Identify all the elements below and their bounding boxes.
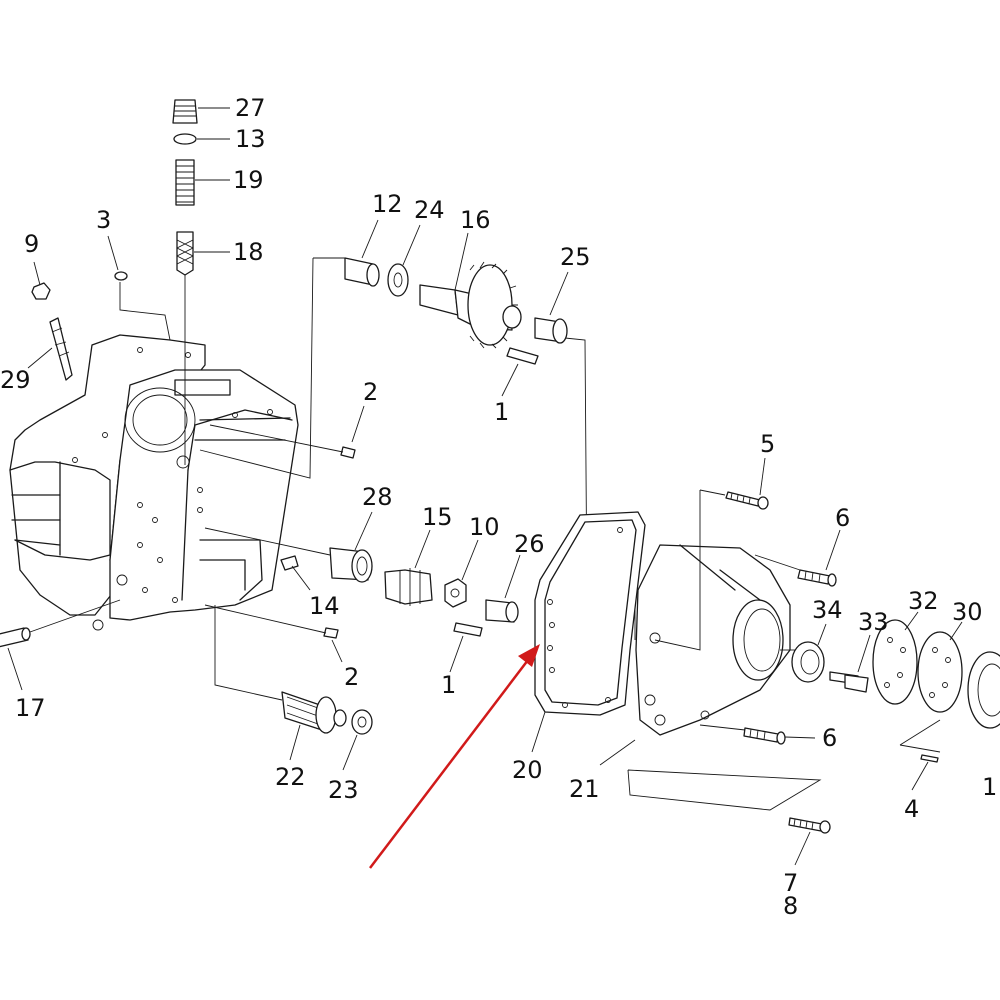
part-2-dowel-bottom	[204, 604, 339, 639]
part-1-dowel-pin-bottom	[453, 622, 483, 637]
part-26-bushing	[485, 599, 519, 623]
part-13-o-ring	[173, 133, 197, 145]
leader-lines	[7, 107, 963, 866]
part-10-nut	[444, 578, 467, 608]
callout-15: 15	[422, 503, 453, 531]
callout-1-right: 1	[982, 773, 997, 801]
callout-3: 3	[96, 206, 111, 234]
callout-4: 4	[904, 795, 919, 823]
crankcase	[9, 334, 299, 631]
callout-22: 22	[275, 763, 306, 791]
callout-6-bottom: 6	[822, 724, 837, 752]
callout-29: 29	[0, 366, 31, 394]
callout-30: 30	[952, 598, 983, 626]
part-32-plate	[872, 619, 918, 705]
callout-16: 16	[460, 206, 491, 234]
part-1-dowel-pin-top	[506, 347, 539, 365]
part-24-washer	[387, 263, 409, 297]
part-12-bearing	[199, 257, 380, 479]
callout-19: 19	[233, 166, 264, 194]
callout-25: 25	[560, 243, 591, 271]
callout-24: 24	[414, 196, 445, 224]
part-7-bolt	[788, 817, 831, 834]
part-18-filter-screen	[176, 231, 194, 465]
callout-1-bottom: 1	[441, 671, 456, 699]
callout-10: 10	[469, 513, 500, 541]
callout-14: 14	[309, 592, 340, 620]
callout-1-top: 1	[494, 398, 509, 426]
callout-9: 9	[24, 230, 39, 258]
callout-13: 13	[235, 125, 266, 153]
callout-27: 27	[235, 94, 266, 122]
highlight-arrow	[369, 644, 540, 869]
callout-5: 5	[760, 430, 775, 458]
callout-26: 26	[514, 530, 545, 558]
callout-2-bottom: 2	[344, 663, 359, 691]
part-9-nut	[31, 282, 51, 300]
callout-23: 23	[328, 776, 359, 804]
callout-28: 28	[362, 483, 393, 511]
callout-18: 18	[233, 238, 264, 266]
part-34-bearing	[780, 641, 825, 683]
part-21-cover	[627, 489, 822, 811]
part-16-cam-gear	[419, 261, 522, 349]
part-19-spring	[175, 159, 195, 206]
callout-17: 17	[15, 694, 46, 722]
part-29-sensor	[49, 317, 73, 381]
callout-20: 20	[512, 756, 543, 784]
part-17-pin	[0, 599, 121, 648]
part-3-plug	[114, 271, 171, 341]
part-27-plug	[172, 99, 198, 124]
callout-21: 21	[569, 775, 600, 803]
callout-2-top: 2	[363, 378, 378, 406]
part-28-bearing	[204, 527, 373, 583]
callout-7: 7	[783, 869, 798, 897]
callout-12: 12	[372, 190, 403, 218]
callout-34: 34	[812, 596, 843, 624]
callout-32: 32	[908, 587, 939, 615]
part-5-screw	[725, 491, 769, 510]
part-cap-right	[967, 651, 1000, 729]
callout-8: 8	[783, 892, 798, 920]
callout-33: 33	[858, 608, 889, 636]
callout-6-top: 6	[835, 504, 850, 532]
part-20-gasket	[534, 511, 646, 716]
part-6-screw-bottom	[699, 724, 786, 745]
part-15-gear	[384, 568, 433, 606]
part-14-key	[280, 555, 299, 571]
part-33-shaft	[829, 671, 869, 693]
part-23-washer	[351, 709, 373, 735]
part-2-dowel-top	[209, 424, 356, 459]
part-4-screw	[899, 719, 941, 763]
part-22-oil-pump-gear	[214, 605, 347, 734]
part-6-screw-top	[754, 554, 837, 587]
part-30-gasket	[917, 631, 963, 713]
callout-labels: 27 13 19 18 3 9 29 12 24 16 25 1 2 28 15…	[0, 94, 997, 920]
